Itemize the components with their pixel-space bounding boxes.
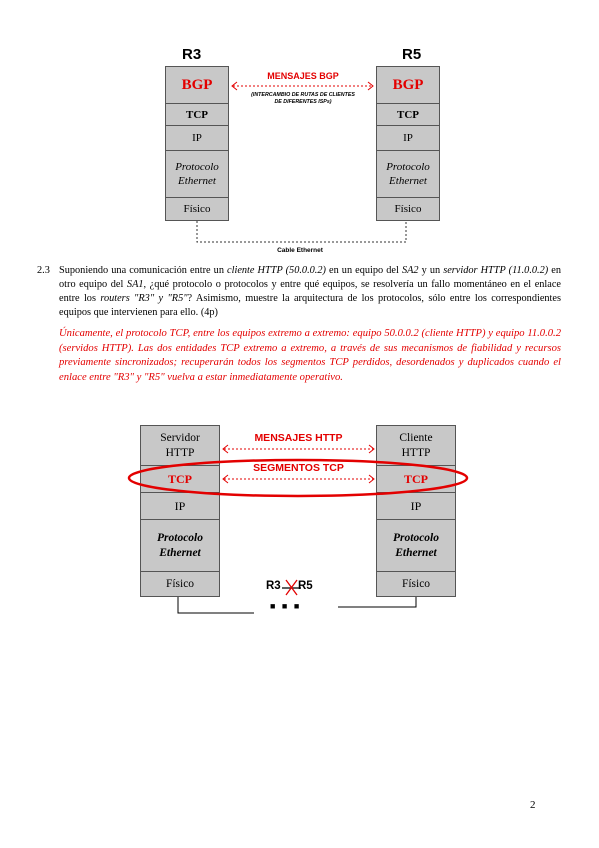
question-part: cliente HTTP (50.0.0.2)	[227, 265, 326, 276]
layer-ip: IP	[140, 492, 220, 519]
layer-ethernet: Protocolo Ethernet	[376, 519, 456, 571]
cable-line	[196, 221, 407, 243]
layer-fisico: Físico	[140, 571, 220, 597]
router-label-r3: R3	[182, 46, 202, 63]
layer-ethernet: Protocolo Ethernet	[165, 150, 229, 197]
physical-link	[177, 597, 417, 614]
question-part: en un equipo del	[325, 265, 402, 276]
question-part: servidor HTTP (11.0.0.2)	[443, 265, 549, 276]
question-part: y un	[418, 265, 444, 276]
layer-ethernet: Protocolo Ethernet	[140, 519, 220, 571]
answer-text: Únicamente, el protocolo TCP, entre los …	[59, 328, 561, 383]
layer-bgp: BGP	[376, 66, 440, 103]
msg-bgp-title: MENSAJES BGP	[267, 71, 339, 81]
layer-fisico: Físico	[376, 571, 456, 597]
question-part: en otro equipo del	[59, 265, 561, 290]
layer-tcp: TCP	[376, 103, 440, 125]
layer-ethernet: Protocolo Ethernet	[376, 150, 440, 197]
broken-link-icon	[282, 579, 301, 596]
ellipsis-dots: ■ ■ ■	[270, 601, 302, 611]
msg-bgp-subtitle: (INTERCAMBIO DE RUTAS DE CLIENTES DE DIF…	[251, 92, 355, 105]
msg-tcp-title: SEGMENTOS TCP	[253, 462, 344, 474]
layer-ip: IP	[376, 492, 456, 519]
tcp-highlight-ellipse	[127, 458, 469, 498]
question-text: Suponiendo una comunicación entre un cli…	[59, 264, 561, 320]
layer-http-server: Servidor HTTP	[140, 425, 220, 465]
msg-tcp-arrow	[222, 474, 375, 484]
question-part: , ¿qué protocolo o protocolos y entre qu…	[59, 279, 561, 304]
question-number: 2.3	[37, 265, 50, 276]
layer-bgp: BGP	[165, 66, 229, 103]
layer-fisico: Físico	[376, 197, 440, 221]
question-part: routers "R3" y "R5"	[100, 293, 188, 304]
cable-label: Cable Ethernet	[277, 247, 323, 254]
msg-http-arrow	[222, 444, 375, 454]
router-label-r5: R5	[402, 46, 422, 63]
page-number: 2	[530, 799, 536, 811]
router-r3-label: R3	[266, 580, 281, 592]
msg-bgp-arrow	[231, 81, 374, 91]
router-r5-label: R5	[298, 580, 313, 592]
layer-http-client: Cliente HTTP	[376, 425, 456, 465]
question-part: SA2	[401, 265, 419, 276]
question-part: Suponiendo una comunicación entre un	[59, 265, 228, 276]
layer-ip: IP	[165, 125, 229, 150]
layer-tcp: TCP	[165, 103, 229, 125]
question-part: SA1	[126, 279, 144, 290]
layer-fisico: Físico	[165, 197, 229, 221]
question-part: ? Asimismo, muestre la arquitectura de l…	[59, 293, 561, 318]
msg-http-title: MENSAJES HTTP	[254, 432, 343, 444]
layer-ip: IP	[376, 125, 440, 150]
